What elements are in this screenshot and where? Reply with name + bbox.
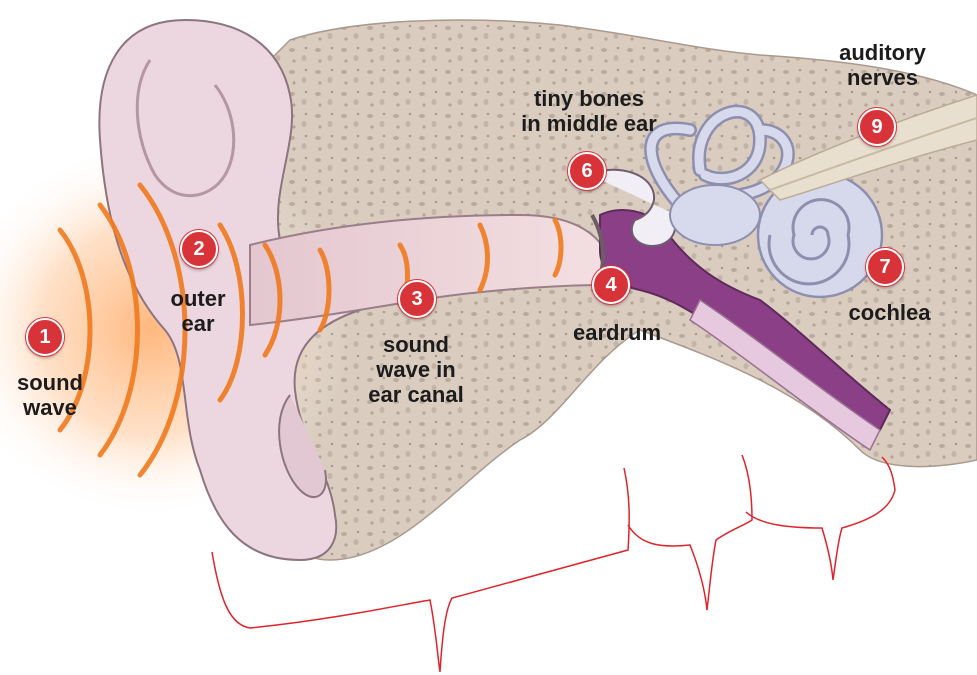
label-sound-wave: sound wave bbox=[10, 370, 90, 420]
label-outer-ear: outer ear bbox=[158, 286, 238, 336]
label-cochlea-line1: cochlea bbox=[832, 300, 947, 325]
inner-ear-bracket bbox=[746, 457, 895, 580]
label-ear-canal-line2: wave in bbox=[346, 357, 486, 382]
label-sound-wave-line1: sound bbox=[10, 370, 90, 395]
marker-1: 1 bbox=[26, 318, 64, 356]
middle-ear-bracket bbox=[628, 455, 752, 610]
label-ear-canal-line1: sound bbox=[346, 332, 486, 357]
label-auditory-nerves-line2: nerves bbox=[820, 65, 945, 90]
marker-4: 4 bbox=[592, 266, 630, 304]
label-ear-canal-line3: ear canal bbox=[346, 382, 486, 407]
marker-3: 3 bbox=[398, 280, 436, 318]
label-tiny-bones-line2: in middle ear bbox=[492, 111, 686, 136]
label-sound-wave-line2: wave bbox=[10, 395, 90, 420]
marker-9: 9 bbox=[858, 108, 896, 146]
label-auditory-nerves: auditory nerves bbox=[820, 40, 945, 90]
vestibule bbox=[670, 185, 760, 245]
label-eardrum: eardrum bbox=[552, 320, 682, 345]
label-tiny-bones: tiny bones in middle ear bbox=[492, 86, 686, 136]
label-auditory-nerves-line1: auditory bbox=[820, 40, 945, 65]
marker-6: 6 bbox=[568, 152, 606, 190]
label-tiny-bones-line1: tiny bones bbox=[492, 86, 686, 111]
marker-7: 7 bbox=[866, 248, 904, 286]
label-outer-ear-line1: outer bbox=[158, 286, 238, 311]
label-ear-canal: sound wave in ear canal bbox=[346, 332, 486, 407]
label-outer-ear-line2: ear bbox=[158, 311, 238, 336]
label-eardrum-line1: eardrum bbox=[552, 320, 682, 345]
marker-2: 2 bbox=[180, 230, 218, 268]
label-cochlea: cochlea bbox=[832, 300, 947, 325]
